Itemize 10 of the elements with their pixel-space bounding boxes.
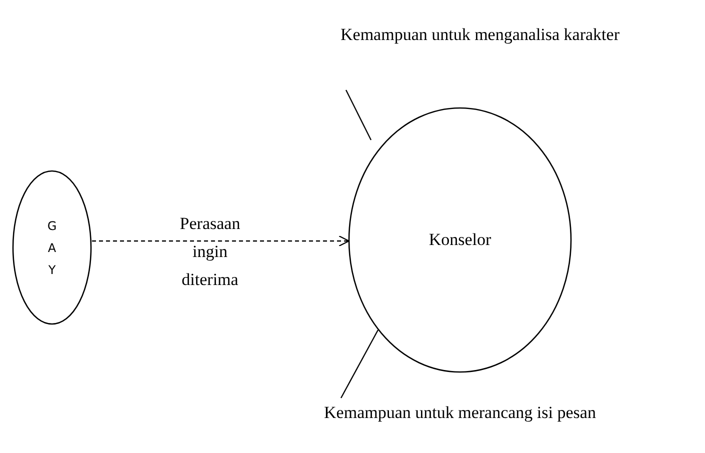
edge-label: Perasaan ingin diterima [178, 213, 242, 291]
ellipse-node [12, 170, 92, 325]
arrow [92, 235, 350, 247]
leader-line [345, 90, 372, 140]
annotation-text: Kemampuan untuk merancang isi pesan [324, 403, 596, 423]
node-label: Konselor [428, 230, 492, 250]
leader-line [340, 330, 379, 398]
ellipse-node [348, 107, 572, 373]
annotation-text: Kemampuan untuk menganalisa karakter [340, 25, 620, 45]
node-label: G A Y [46, 218, 58, 278]
